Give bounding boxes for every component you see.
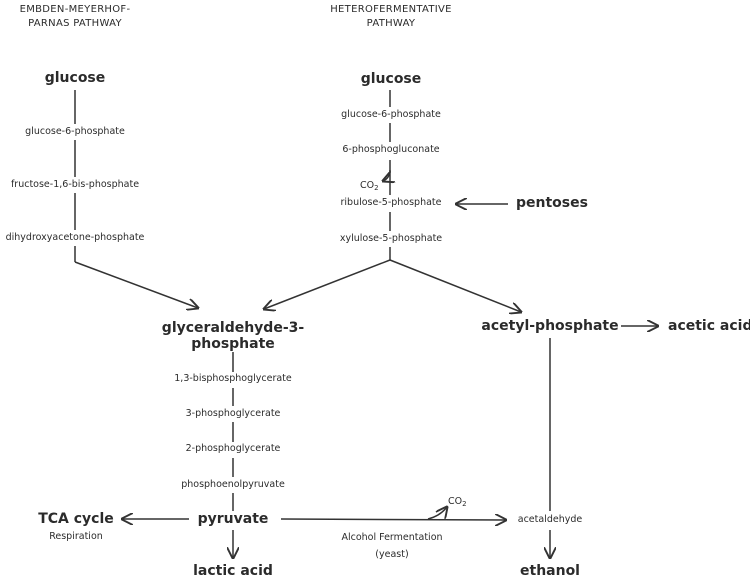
het-to-g3p-arrow — [264, 259, 391, 309]
alcohol-fermentation-label: Alcohol Fermentation — [341, 532, 443, 543]
het-pathway-header: HETEROFERMENTATIVE PATHWAY — [330, 3, 452, 30]
g3p-line2: phosphate — [191, 336, 275, 353]
bisphosphoglycerate: 1,3-bisphosphoglycerate — [174, 373, 292, 384]
fermentation-co2-text: CO — [448, 496, 463, 507]
acetaldehyde: acetaldehyde — [517, 514, 583, 525]
emp-header-line2: PARNAS PATHWAY — [28, 17, 122, 29]
het-co2-subscript: 2 — [374, 184, 379, 192]
fermentation-co2-label: CO2 — [448, 497, 467, 508]
2-phosphoglycerate: 2-phosphoglycerate — [185, 443, 281, 454]
g3p-line1: glyceraldehyde-3- — [161, 320, 305, 336]
emp-header-line1: EMBDEN-MEYERHOF- — [19, 4, 131, 15]
pentoses: pentoses — [516, 195, 588, 211]
ethanol: ethanol — [520, 563, 580, 579]
emp-glucose: glucose — [44, 70, 106, 86]
3-phosphoglycerate: 3-phosphoglycerate — [185, 408, 281, 419]
het-co2-text: CO — [360, 180, 375, 191]
pyruvate-to-acetaldehyde-arrow — [280, 519, 506, 520]
het-ribulose-5-phosphate: ribulose-5-phosphate — [340, 197, 442, 208]
glyceraldehyde-3-phosphate: glyceraldehyde-3- phosphate — [162, 320, 304, 352]
pyruvate: pyruvate — [197, 511, 269, 527]
het-co2-label: CO2 — [360, 181, 379, 192]
emp-dihydroxyacetone-phosphate: dihydroxyacetone-phosphate — [5, 232, 145, 243]
emp-pathway-header: EMBDEN-MEYERHOF- PARNAS PATHWAY — [20, 3, 131, 30]
het-header-line1: HETEROFERMENTATIVE — [330, 4, 452, 15]
het-glucose-6-phosphate: glucose-6-phosphate — [341, 109, 441, 120]
emp-glucose-6-phosphate: glucose-6-phosphate — [25, 126, 125, 137]
acetyl-phosphate: acetyl-phosphate — [481, 318, 619, 334]
acetic-acid: acetic acid — [668, 318, 750, 334]
yeast-label: (yeast) — [375, 549, 409, 560]
het-to-acetyl-arrow — [389, 259, 521, 312]
lactic-acid: lactic acid — [193, 563, 273, 579]
respiration: Respiration — [49, 531, 103, 542]
het-xylulose-5-phosphate: xylulose-5-phosphate — [339, 233, 443, 244]
fermentation-co2-arrow — [427, 507, 447, 520]
tca-cycle: TCA cycle — [38, 511, 114, 527]
fermentation-co2-subscript: 2 — [462, 500, 467, 508]
emp-to-g3p-arrow — [74, 261, 198, 308]
emp-fructose-bisphosphate: fructose-1,6-bis-phosphate — [10, 179, 140, 190]
het-glucose: glucose — [360, 71, 422, 87]
phosphoenolpyruvate: phosphoenolpyruvate — [181, 479, 285, 490]
het-decarboxylation-arrow — [383, 160, 390, 181]
het-6-phosphogluconate: 6-phosphogluconate — [342, 144, 440, 155]
het-header-line2: PATHWAY — [366, 17, 416, 29]
